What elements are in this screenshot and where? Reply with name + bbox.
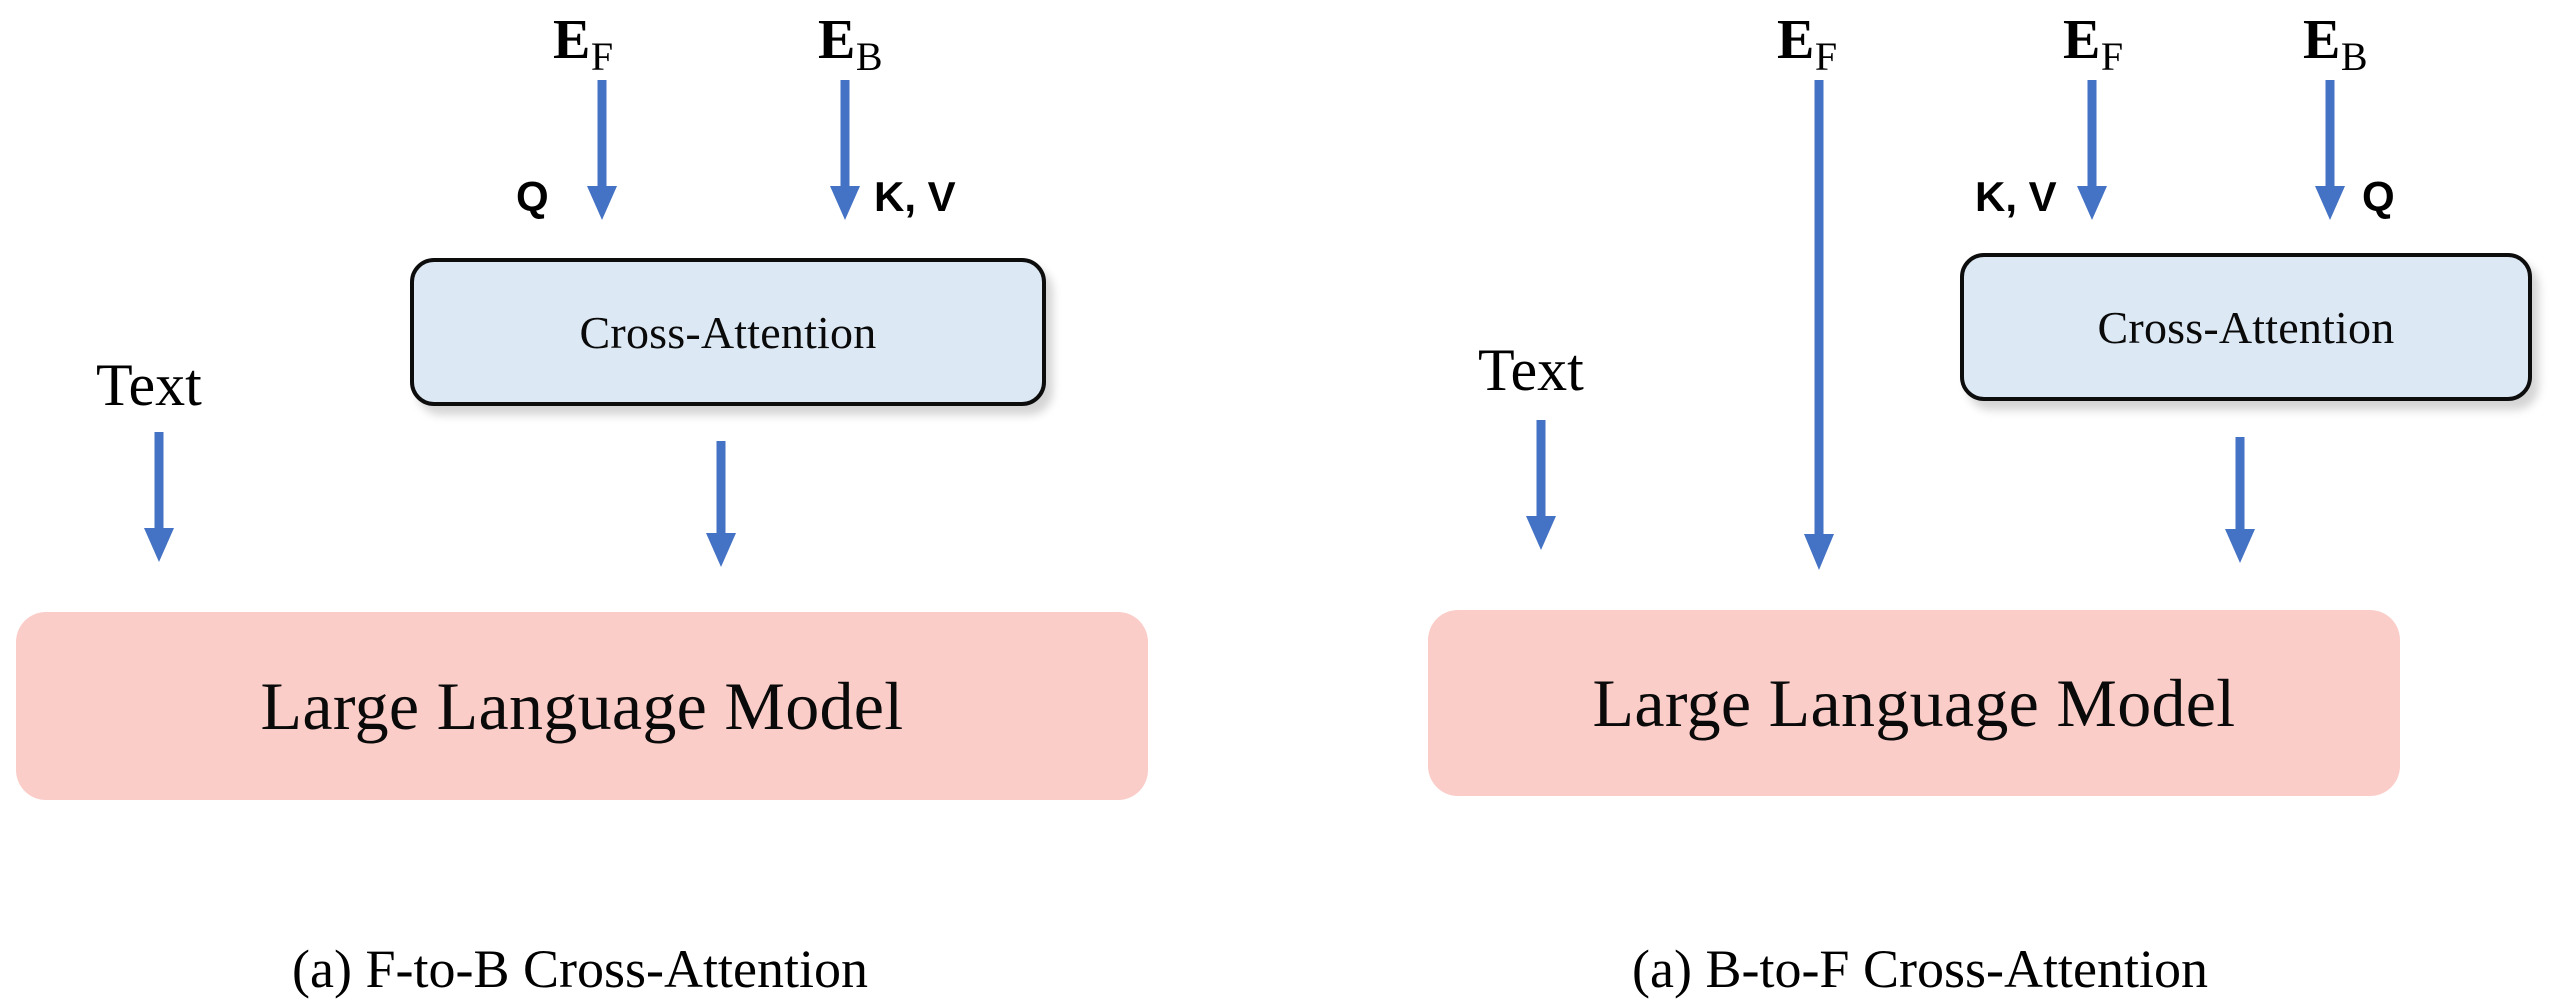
panel-1-input-2-embedding-label: EB [2303, 9, 2368, 77]
panel-1-input-2-role-label: Q [2362, 173, 2395, 220]
panel-0-caption: (a) F-to-B Cross-Attention [292, 939, 868, 999]
panel-1-input-2-subscript: B [2340, 34, 2368, 79]
panel-1-caption: (a) B-to-F Cross-Attention [1632, 939, 2208, 999]
panel-1-cross-attention-output-arrow [2225, 437, 2255, 563]
panel-1-input-0-arrow [1804, 80, 1834, 570]
panel-0-input-0-embedding-label: EF [553, 9, 613, 77]
panel-1-cross-attention-label: Cross-Attention [2097, 301, 2395, 353]
panel-1-input-0-embedding-label: EF [1777, 9, 1837, 77]
panel-1-input-2-symbol: E [2303, 9, 2340, 71]
panel-0-llm-label: Large Language Model [260, 667, 904, 744]
panel-0-llm-block[interactable]: Large Language Model [16, 612, 1148, 800]
panel-1-llm-label: Large Language Model [1592, 664, 2236, 741]
panel-0-input-1-symbol: E [818, 9, 855, 71]
panel-0-text-label: Text [96, 352, 202, 418]
panel-1-input-1-embedding-label: EF [2063, 9, 2123, 77]
panel-0-input-1-subscript: B [855, 34, 883, 79]
panel-1-input-1-role-label: K, V [1975, 173, 2057, 220]
panel-0-input-0-symbol: E [553, 9, 590, 71]
panel-0-input-1-embedding-label: EB [818, 9, 883, 77]
panel-1-input-1-subscript: F [2100, 34, 2123, 79]
panel-1-input-1-arrow [2077, 80, 2107, 220]
panel-0-input-1-role-label: K, V [874, 173, 956, 220]
panel-1-input-0-subscript: F [1814, 34, 1837, 79]
panel-1-input-1-symbol: E [2063, 9, 2100, 71]
panel-0-text-arrow [144, 432, 174, 562]
panel-1-input-0-symbol: E [1777, 9, 1814, 71]
panel-1-cross-attention-block[interactable]: Cross-Attention [1960, 253, 2532, 401]
panel-0-cross-attention-output-arrow [706, 441, 736, 567]
panel-0-cross-attention-block[interactable]: Cross-Attention [410, 258, 1046, 406]
panel-1-llm-block[interactable]: Large Language Model [1428, 610, 2400, 796]
panel-1-text-label: Text [1478, 337, 1584, 403]
panel-1-text-arrow [1526, 420, 1556, 550]
panel-0-input-0-arrow [587, 80, 617, 220]
panel-0-cross-attention-label: Cross-Attention [579, 306, 877, 358]
panel-1-input-2-arrow [2315, 80, 2345, 220]
panel-0-input-0-role-label: Q [516, 173, 549, 220]
panel-0-input-1-arrow [830, 80, 860, 220]
panel-0-input-0-subscript: F [590, 34, 613, 79]
